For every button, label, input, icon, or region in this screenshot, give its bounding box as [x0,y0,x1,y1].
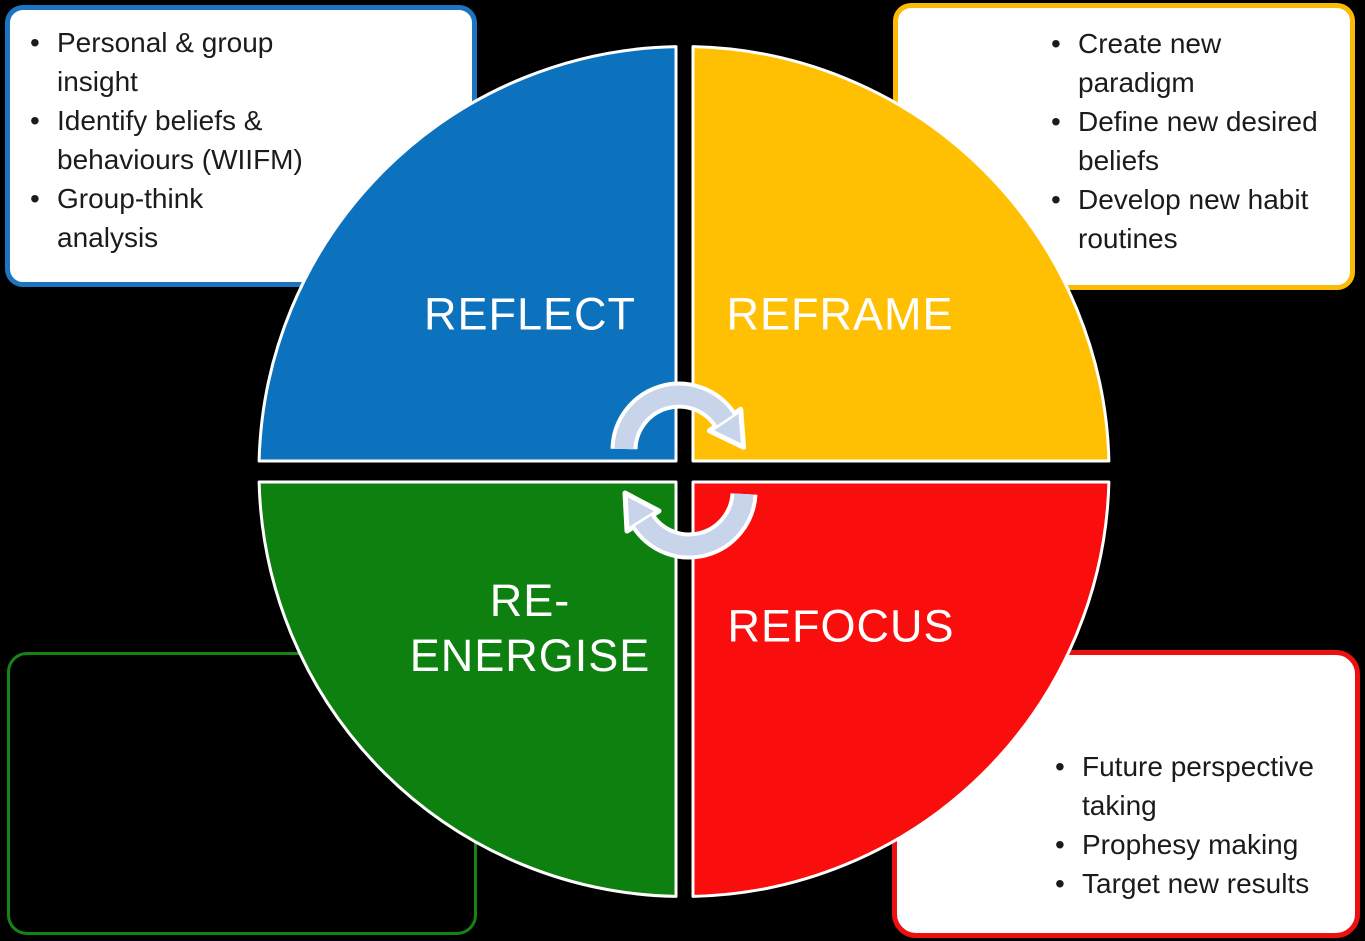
bullet-item: • Target new results [1055,864,1355,903]
bullet-dot-icon: • [30,27,40,58]
bullet-item: • Prophesy making [1055,825,1355,864]
bullet-text: Develop new habit routines [1078,184,1309,254]
bullet-text: Future perspective taking [1082,751,1314,821]
bullet-text: Define new desired beliefs [1078,106,1318,176]
quadrant-reflect [257,45,678,463]
bullet-dot-icon: • [1055,868,1065,899]
bullet-dot-icon: • [30,105,40,136]
callout-top-left-bullets: • Personal & group insight • Identify belie… [30,23,370,257]
bullet-item: • Identify beliefs & behaviours (WIIFM) [30,101,370,179]
callout-top-left: • Personal & group insight • Identify belie… [5,5,477,287]
bullet-item: • Define new desired beliefs [1051,102,1351,180]
bullet-text: Group-think analysis [57,183,204,253]
quadrant-refocus [691,480,1111,898]
bullet-dot-icon: • [1055,829,1065,860]
callout-bottom-right-bullets: • Future perspective taking • Prophesy maki… [1055,747,1355,903]
bullet-dot-icon: • [1051,106,1061,137]
bullet-item: • Future perspective taking [1055,747,1355,825]
bullet-text: Create new paradigm [1078,28,1222,98]
bullet-item: • Develop new habit routines [1051,180,1351,258]
bullet-text: Target new results [1082,868,1310,899]
quadrant-label-reenergise: RE- ENERGISE [409,575,651,681]
bullet-text: Identify beliefs & behaviours (WIIFM) [57,105,303,175]
bullet-dot-icon: • [1051,184,1061,215]
bullet-text: Personal & group insight [57,27,274,97]
quadrant-label-refocus: REFOCUS [727,600,955,652]
bullet-item: • Personal & group insight [30,23,370,101]
quadrant-label-reflect: REFLECT [423,288,637,340]
bullet-dot-icon: • [1055,751,1065,782]
bullet-dot-icon: • [1051,28,1061,59]
quadrant-reframe [691,45,1111,463]
quadrant-reenergise [257,480,678,898]
quadrant-label-reframe: REFRAME [726,288,954,340]
bullet-item: • Group-think analysis [30,179,370,257]
bullet-text: Prophesy making [1082,829,1299,860]
cycle-arrow-top-icon [610,381,747,450]
bullet-dot-icon: • [30,183,40,214]
callout-top-right-bullets: • Create new paradigm • Define new desired … [1051,24,1351,258]
cycle-arrow-bottom-icon [622,490,758,560]
bullet-item: • Create new paradigm [1051,24,1351,102]
